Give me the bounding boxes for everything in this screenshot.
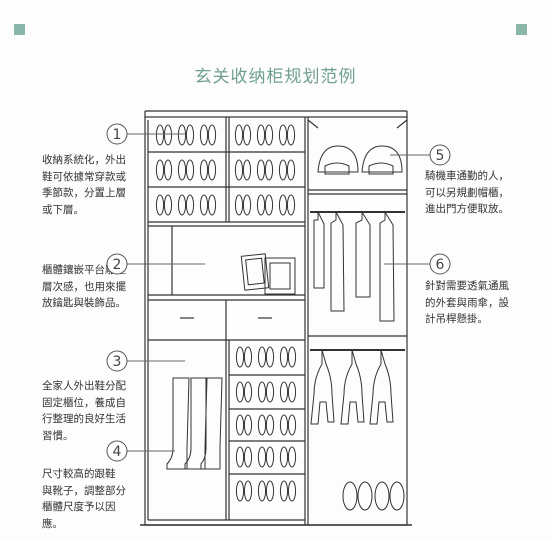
shoe-mark-23 xyxy=(287,381,297,403)
shoe-mark-28 xyxy=(265,446,275,468)
shoe-mark-25 xyxy=(257,414,267,436)
shoe-mark-28 xyxy=(257,446,267,468)
corner-marker-left xyxy=(14,24,25,35)
shoe-mark-16 xyxy=(256,194,266,216)
shoe-mark-1 xyxy=(177,124,187,146)
shoe-mark-1 xyxy=(185,124,195,146)
shoe-mark-16 xyxy=(264,194,274,216)
shoe-mark-26 xyxy=(279,414,289,436)
shoe-rows xyxy=(155,124,297,502)
shoe-mark-8 xyxy=(207,159,217,181)
callout-number-4: 4 xyxy=(113,444,122,460)
shoe-mark-10 xyxy=(264,159,274,181)
callout-marker-2: 2 xyxy=(106,253,128,275)
shoe-mark-3 xyxy=(242,124,252,146)
shoe-mark-22 xyxy=(257,381,267,403)
cabinet-contents xyxy=(166,145,405,511)
shoe-mark-19 xyxy=(265,346,275,368)
shoe-mark-23 xyxy=(279,381,289,403)
shoe-mark-29 xyxy=(287,446,297,468)
shoe-mark-17 xyxy=(278,194,288,216)
shoe-mark-8 xyxy=(199,159,209,181)
shoe-mark-7 xyxy=(185,159,195,181)
callout-number-2: 2 xyxy=(113,257,122,273)
callout-marker-5: 5 xyxy=(429,144,451,166)
shoe-mark-31 xyxy=(257,480,267,502)
shoe-mark-12 xyxy=(163,194,173,216)
shoe-mark-4 xyxy=(256,124,266,146)
shoe-mark-19 xyxy=(257,346,267,368)
shoe-mark-10 xyxy=(256,159,266,181)
shoe-mark-6 xyxy=(155,159,165,181)
shoe-mark-26 xyxy=(287,414,297,436)
shoe-mark-9 xyxy=(242,159,252,181)
callout-marker-4: 4 xyxy=(106,440,128,462)
corner-marker-right xyxy=(516,24,527,35)
callout-number-6: 6 xyxy=(436,257,445,273)
callout-number-5: 5 xyxy=(436,148,445,164)
shoe-mark-21 xyxy=(235,381,245,403)
callout-5-text: 騎機車通勤的人， 可以另規劃帽櫃， 進出門方便取放。 xyxy=(425,170,509,215)
callout-2-text: 櫃體鑲嵌平台雕塑 層次感，也用來擺 放鑰匙與裝飾品。 xyxy=(42,264,126,309)
shoe-mark-27 xyxy=(243,446,253,468)
shoe-mark-24 xyxy=(243,414,253,436)
callout-marker-1: 1 xyxy=(106,123,128,145)
shoe-mark-21 xyxy=(243,381,253,403)
shoe-mark-6 xyxy=(163,159,173,181)
callout-4-text: 尺寸較高的跟鞋 與靴子，調整部分 櫃體尺度予以因 應。 xyxy=(42,468,126,530)
callout-marker-6: 6 xyxy=(429,253,451,275)
shoe-mark-13 xyxy=(177,194,187,216)
shoe-mark-5 xyxy=(286,124,296,146)
shoe-mark-18 xyxy=(235,346,245,368)
shoe-mark-30 xyxy=(243,480,253,502)
diagram-title: 玄关收纳柜规划范例 xyxy=(194,67,357,87)
shoe-mark-9 xyxy=(234,159,244,181)
callout-markers: 1 2 3 4 5 6 xyxy=(106,123,451,462)
shoe-mark-11 xyxy=(278,159,288,181)
shoe-mark-0 xyxy=(155,124,165,146)
shoe-mark-31 xyxy=(265,480,275,502)
shoe-mark-0 xyxy=(163,124,173,146)
shoe-mark-3 xyxy=(234,124,244,146)
shoe-mark-15 xyxy=(242,194,252,216)
callout-number-1: 1 xyxy=(113,127,122,143)
shoe-mark-7 xyxy=(177,159,187,181)
shoe-mark-32 xyxy=(279,480,289,502)
shoe-mark-5 xyxy=(278,124,288,146)
shoe-mark-4 xyxy=(264,124,274,146)
shoe-mark-27 xyxy=(235,446,245,468)
shoe-mark-20 xyxy=(287,346,297,368)
callout-1-text: 收納系統化，外出 鞋可依據常穿款或 季節款，分置上層 或下層。 xyxy=(42,154,126,216)
shoe-mark-24 xyxy=(235,414,245,436)
shoe-mark-18 xyxy=(243,346,253,368)
shoe-mark-30 xyxy=(235,480,245,502)
shoe-mark-13 xyxy=(185,194,195,216)
shoe-mark-25 xyxy=(265,414,275,436)
shoe-mark-14 xyxy=(207,194,217,216)
shoe-mark-2 xyxy=(207,124,217,146)
shoe-mark-2 xyxy=(199,124,209,146)
shoe-mark-14 xyxy=(199,194,209,216)
shoe-mark-15 xyxy=(234,194,244,216)
shoe-mark-22 xyxy=(265,381,275,403)
shoe-mark-32 xyxy=(287,480,297,502)
callout-marker-3: 3 xyxy=(106,350,128,372)
shoe-mark-29 xyxy=(279,446,289,468)
callout-6-text: 針對需要透氣通風 的外套與雨傘，設 計吊桿懸掛。 xyxy=(425,280,509,325)
cabinet-frame xyxy=(140,110,412,526)
shoe-mark-17 xyxy=(286,194,296,216)
shoe-mark-12 xyxy=(155,194,165,216)
shoe-mark-20 xyxy=(279,346,289,368)
callout-leader-lines xyxy=(127,133,430,452)
callout-number-3: 3 xyxy=(113,354,122,370)
callout-3-text: 全家人外出鞋分配 固定櫃位，養成自 行整理的良好生活 習慣。 xyxy=(42,380,126,442)
shoe-mark-11 xyxy=(286,159,296,181)
